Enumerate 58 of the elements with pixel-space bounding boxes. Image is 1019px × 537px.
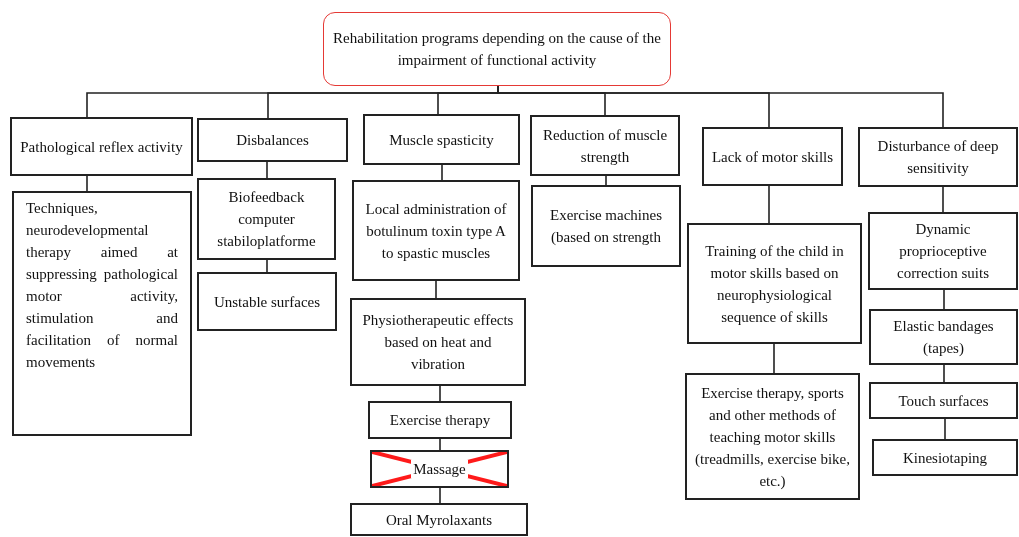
connector-line [943,289,945,310]
process-box [197,118,348,162]
box-text: Elastic bandages (tapes) [892,317,995,358]
box-text: Techniques, neurodevelopmental therapy aimed at suppressing pathological motor activity, stimulation and facilitation of normal movements [26,199,178,372]
connector-line [439,487,441,504]
process-box [197,178,336,260]
box-text: Dynamic proprioceptive correction suits [895,220,991,283]
connector-line [942,186,944,213]
process-box [685,373,860,500]
box-text: Oral Myrolaxants [385,510,493,530]
box-text: Biofeedback computer stabiloplatforme [216,188,317,251]
process-box [363,114,520,165]
process-box [368,401,512,439]
connector-line [439,438,441,451]
box-text: Exercise therapy, sports and other methods of teaching motor skills (treadmills, exercise bike, etc.) [694,383,851,491]
box-text: Exercise machines (based on strength [549,206,663,247]
connector-line [435,280,437,299]
connector-line [773,343,775,374]
title-box [323,12,671,86]
box-text: Touch surfaces [898,391,989,411]
process-box [531,185,681,267]
process-box [869,309,1018,365]
process-box [12,191,192,436]
box-text: Local administration of botulinum toxin type A to spastic muscles [364,199,508,263]
box-text: Exercise therapy [389,411,491,430]
box-text: Lack of motor skills [711,147,834,167]
connector-line [439,385,441,402]
connector-line [943,364,945,383]
connector-line [441,164,443,181]
box-text: Rehabilitation programs depending on the cause of the impairment of functional activity [332,29,662,70]
process-box [858,127,1018,187]
connector-line [768,185,770,224]
process-box [350,503,528,536]
box-text: Disturbance of deep sensitivity [876,137,1000,178]
box-text: Kinesiotaping [902,448,988,468]
box-text: Muscle spasticity [389,130,494,150]
box-text: Physiotherapeutic effects based on heat and vibration [361,311,515,374]
process-box [869,382,1018,419]
process-box [352,180,520,281]
box-text: Disbalances [236,131,309,150]
box-text: Unstable surfaces [213,292,321,312]
connector-line [266,259,268,273]
connector-line [266,161,268,179]
process-box [350,298,526,386]
process-box [702,127,843,186]
process-box [868,212,1018,290]
box-text: Training of the child in motor skills based on neurophysiological sequence of skills [704,241,845,327]
box-text: Pathological reflex activity [20,137,183,157]
process-box [10,117,193,176]
process-box [530,115,680,176]
process-box [197,272,337,331]
box-text: Reduction of muscle strength [541,125,669,167]
process-box [872,439,1018,476]
box-text: Massage [411,460,468,478]
process-box [687,223,862,344]
connector-line [86,175,88,192]
connector-line [944,418,946,440]
connector-line [605,175,607,186]
